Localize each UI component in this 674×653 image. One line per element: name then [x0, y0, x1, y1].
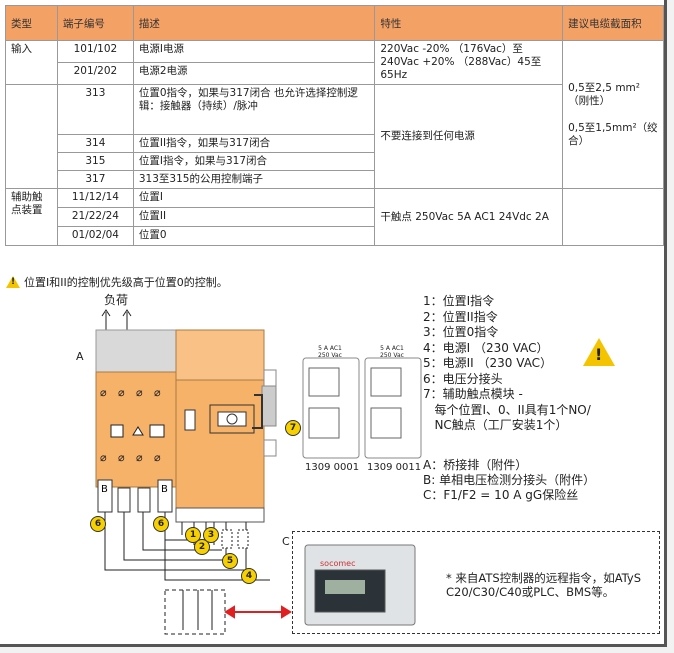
module-rating-2: 5 A AC1 250 Vac	[380, 345, 404, 359]
load-label: 负荷	[104, 293, 129, 307]
badge-5: 5	[222, 553, 238, 569]
badge-2: 2	[194, 539, 210, 555]
remote-note: * 来自ATS控制器的远程指令，如ATyS C20/C30/C40或PLC、BM…	[446, 571, 642, 599]
ats-controller: socomec	[304, 544, 416, 626]
svg-text:⌀: ⌀	[136, 451, 143, 464]
table-row: 315 位置I指令，如果与317闭合	[6, 152, 664, 171]
remote-arrow	[224, 605, 292, 619]
priority-note: ! 位置I和II的控制优先级高于位置0的控制。	[6, 274, 228, 290]
svg-text:⌀: ⌀	[118, 386, 125, 399]
table-row: 201/202 电源2电源	[6, 62, 664, 85]
cell-desc: 位置I指令，如果与317闭合	[132, 152, 376, 171]
svg-text:⌀: ⌀	[100, 386, 107, 399]
cell-desc: 位置0	[132, 226, 376, 246]
cell-type: 辅助触点装置	[5, 188, 58, 246]
header-type: 类型	[5, 5, 58, 41]
cell-terminal: 01/02/04	[56, 226, 134, 246]
cell-char-aux: 干触点 250Vac 5A AC1 24Vdc 2A	[374, 188, 564, 246]
table-row: 317 313至315的公用控制端子	[6, 170, 664, 189]
cell-desc: 位置0指令，如果与317闭合 也允许选择控制逻辑：接触器（持续）/脉冲	[132, 84, 376, 135]
badge-4: 4	[241, 568, 257, 584]
tap-b-label-2: B	[161, 484, 168, 495]
badge-7: 7	[285, 420, 301, 436]
label-a: A	[76, 350, 84, 363]
header-cable: 建议电缆截面积	[562, 5, 664, 41]
cell-desc: 313至315的公用控制端子	[132, 170, 376, 189]
cable-stranded: 0,5至1,5mm²（绞合）	[568, 121, 658, 147]
bridging-bar	[95, 329, 177, 376]
svg-text:⌀: ⌀	[118, 451, 125, 464]
tap-b-label: B	[101, 484, 108, 495]
cell-terminal: 101/102	[56, 40, 134, 63]
svg-text:⌀: ⌀	[100, 451, 107, 464]
motor-upper	[175, 329, 265, 381]
module-code-1: 1309 0001	[305, 462, 360, 473]
table-row: 313 位置0指令，如果与317闭合 也允许选择控制逻辑：接触器（持续）/脉冲 …	[5, 84, 664, 189]
legend-a: A：桥接排（附件）	[423, 458, 528, 472]
terminal-block	[175, 507, 265, 523]
badge-1: 1	[185, 527, 201, 543]
svg-text:⌀: ⌀	[154, 451, 161, 464]
cell-cable: 0,5至2,5 mm²（刚性） 0,5至1,5mm²（绞合）	[562, 40, 664, 189]
table-row: 21/22/24 位置II	[6, 207, 664, 227]
pole-symbols: ⌀ ⌀ ⌀ ⌀ ⌀ ⌀ ⌀ ⌀	[100, 386, 161, 464]
note-text: 位置I和II的控制优先级高于位置0的控制。	[24, 276, 228, 289]
legend-b: B: 单相电压检测分接头（附件）	[423, 473, 596, 487]
warning-icon: !	[583, 338, 615, 366]
badge-6: 6	[90, 516, 106, 532]
table-row: 01/02/04 位置0	[6, 226, 664, 246]
cell-terminal: 314	[56, 134, 134, 153]
side-block	[261, 385, 277, 427]
voltage-taps	[97, 479, 173, 513]
cell-terminal: 317	[56, 170, 134, 189]
module-code-2: 1309 0011	[367, 462, 422, 473]
badge-3: 3	[203, 527, 219, 543]
aux-module-1	[302, 357, 360, 459]
terminal-spec-table: 类型 端子编号 描述 特性 建议电缆截面积 输入 101/102 电源I电源 2…	[5, 5, 664, 246]
label-c: C	[282, 535, 290, 548]
module-rating-1: 5 A AC1 250 Vac	[318, 345, 342, 359]
controller-brand: socomec	[320, 559, 355, 568]
remote-command-box	[292, 531, 660, 634]
header-char: 特性	[374, 5, 564, 41]
svg-text:⌀: ⌀	[136, 386, 143, 399]
table-row: 辅助触点装置 11/12/14 位置I 干触点 250Vac 5A AC1 24…	[5, 188, 664, 246]
warning-icon: !	[6, 276, 20, 288]
side-tab-bot	[263, 439, 277, 457]
remote-switch-box	[164, 589, 226, 635]
side-tab-top	[263, 369, 277, 387]
cell-terminal: 11/12/14	[56, 188, 134, 208]
legend-accessories: A：桥接排（附件） B: 单相电压检测分接头（附件） C：F1/F2 = 10 …	[423, 458, 595, 503]
aux-module-2	[364, 357, 422, 459]
table-header: 类型 端子编号 描述 特性 建议电缆截面积	[5, 5, 664, 41]
position-indicator	[110, 424, 165, 438]
legend: 1：位置I指令 2：位置II指令 3：位置0指令 4：电源I （230 VAC）…	[423, 294, 591, 432]
cable-rigid: 0,5至2,5 mm²（刚性）	[568, 81, 640, 107]
svg-text:⌀: ⌀	[154, 386, 161, 399]
badge-6b: 6	[153, 516, 169, 532]
cell-terminal: 201/202	[56, 62, 134, 85]
legend-c: C：F1/F2 = 10 A gG保险丝	[423, 488, 579, 502]
header-terminal: 端子编号	[56, 5, 134, 41]
cell-terminal: 313	[56, 84, 134, 135]
table-row: 输入 101/102 电源I电源 220Vac -20% （176Vac）至 2…	[5, 40, 664, 189]
